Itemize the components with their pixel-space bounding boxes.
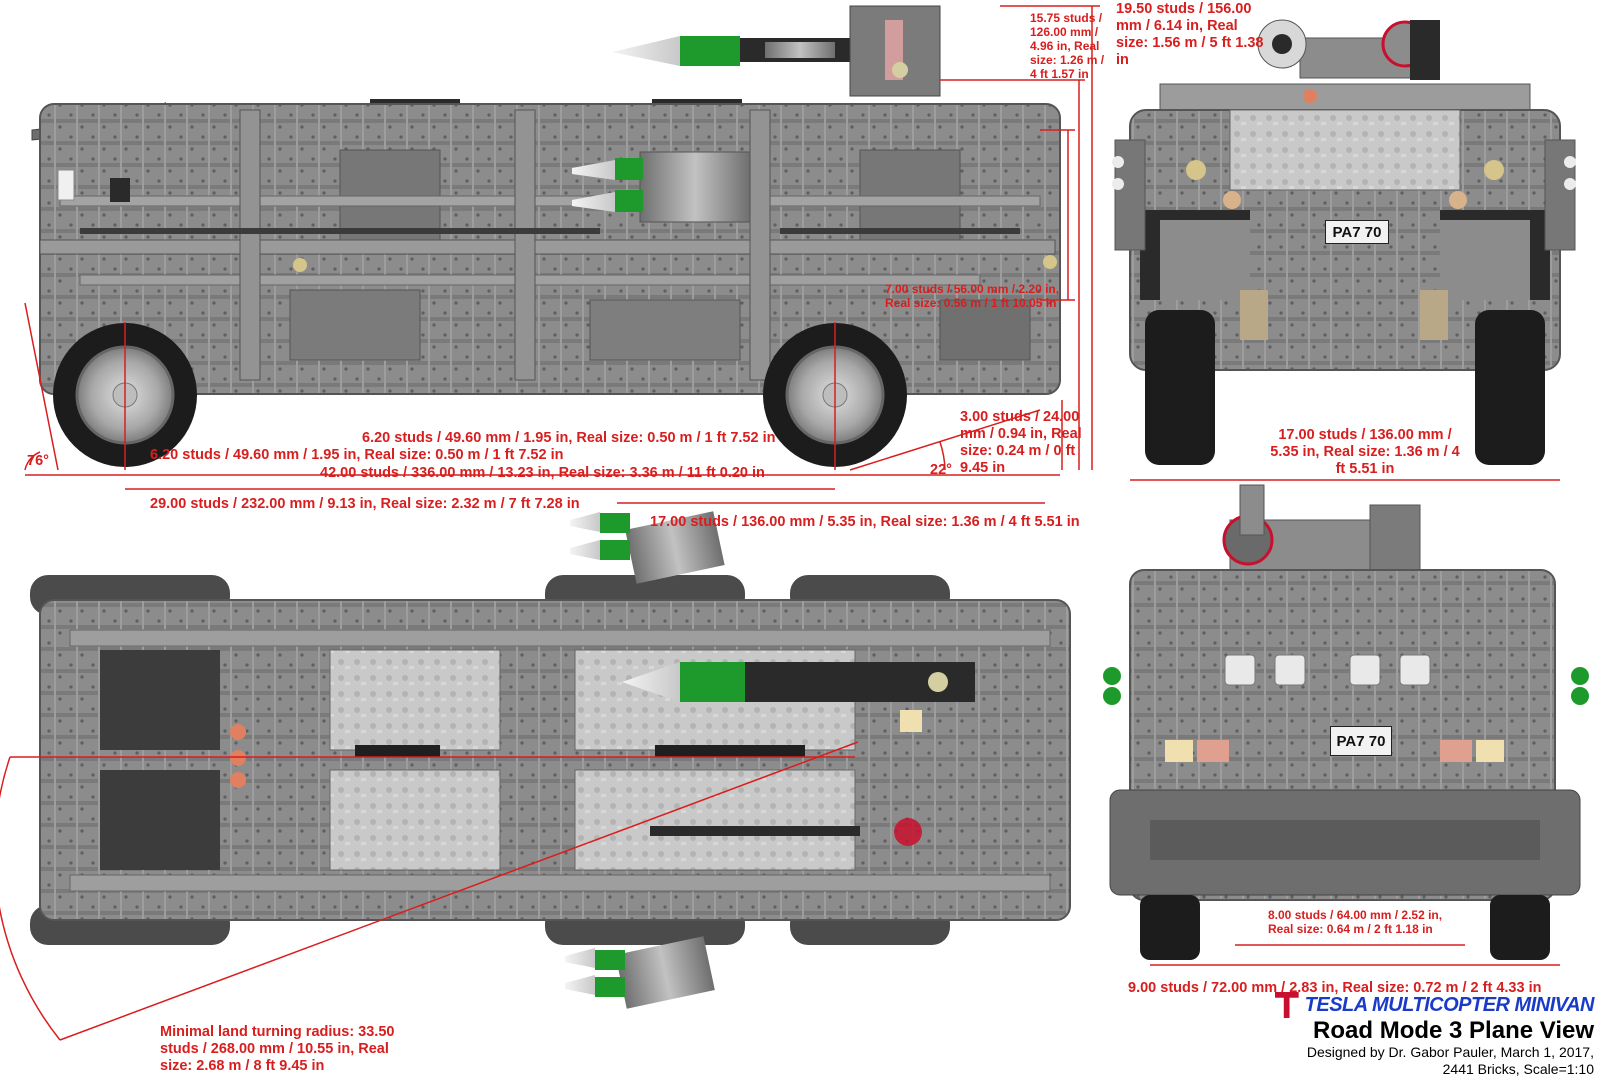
top-cannon [612, 5, 941, 97]
dim-length: 42.00 studs / 336.00 mm / 13.23 in, Real… [320, 465, 765, 481]
brand-row: TESLA MULTICOPTER MINIVAN [1274, 992, 1595, 1018]
view-title: Road Mode 3 Plane View [1313, 1017, 1594, 1044]
side-dimension-lines [24, 5, 1100, 504]
title-block: TESLA MULTICOPTER MINIVAN Road Mode 3 Pl… [1274, 992, 1595, 1078]
dim-rear-inner: 8.00 studs / 64.00 mm / 2.52 in, Real si… [1268, 908, 1443, 936]
top-thruster-upper [570, 511, 725, 584]
dim-wheelbase: 29.00 studs / 232.00 mm / 9.13 in, Real … [150, 496, 580, 512]
rear-license-plate: PA7 70 [1330, 726, 1392, 756]
dim-total-height: 19.50 studs / 156.00 mm / 6.14 in, Real … [1116, 1, 1264, 68]
dim-front-width: 17.00 studs / 136.00 mm / 5.35 in, Real … [1270, 427, 1460, 477]
dim-wheel-dia-front: 6.20 studs / 49.60 mm / 1.95 in, Real si… [362, 430, 776, 446]
turning-radius-label: Minimal land turning radius: 33.50 studs… [160, 1024, 395, 1074]
dim-wheel-dia-rear: 6.20 studs / 49.60 mm / 1.95 in, Real si… [150, 447, 564, 463]
top-body [39, 599, 1071, 921]
designer-credit: Designed by Dr. Gabor Pauler, March 1, 2… [1306, 1044, 1594, 1077]
dim-body-height: 7.00 studs / 56.00 mm / 2.20 in, Real si… [885, 282, 1060, 310]
dim-rotor-height: 15.75 studs / 126.00 mm / 4.96 in, Real … [1030, 11, 1105, 81]
brand-name: TESLA MULTICOPTER MINIVAN [1304, 993, 1595, 1016]
turning-radius-lines [0, 741, 859, 1041]
dim-rear-track: 9.00 studs / 72.00 mm / 2.83 in, Real si… [1128, 980, 1542, 996]
dim-ground-clearance: 3.00 studs / 24.00 mm / 0.94 in, Real si… [960, 409, 1082, 476]
dim-width-ref: 17.00 studs / 136.00 mm / 5.35 in, Real … [650, 514, 1080, 530]
brand-logo-icon [1274, 992, 1299, 1018]
departure-angle-label: 22° [930, 462, 952, 478]
top-view [0, 511, 1071, 1041]
side-view [24, 5, 1100, 504]
top-view-cannon [622, 662, 975, 702]
approach-angle-label: 76° [27, 453, 49, 469]
rear-view [1103, 484, 1589, 966]
front-view [1112, 19, 1576, 481]
front-license-plate: PA7 70 [1325, 220, 1389, 244]
side-thruster [572, 151, 751, 223]
top-thruster-lower [565, 936, 715, 1009]
